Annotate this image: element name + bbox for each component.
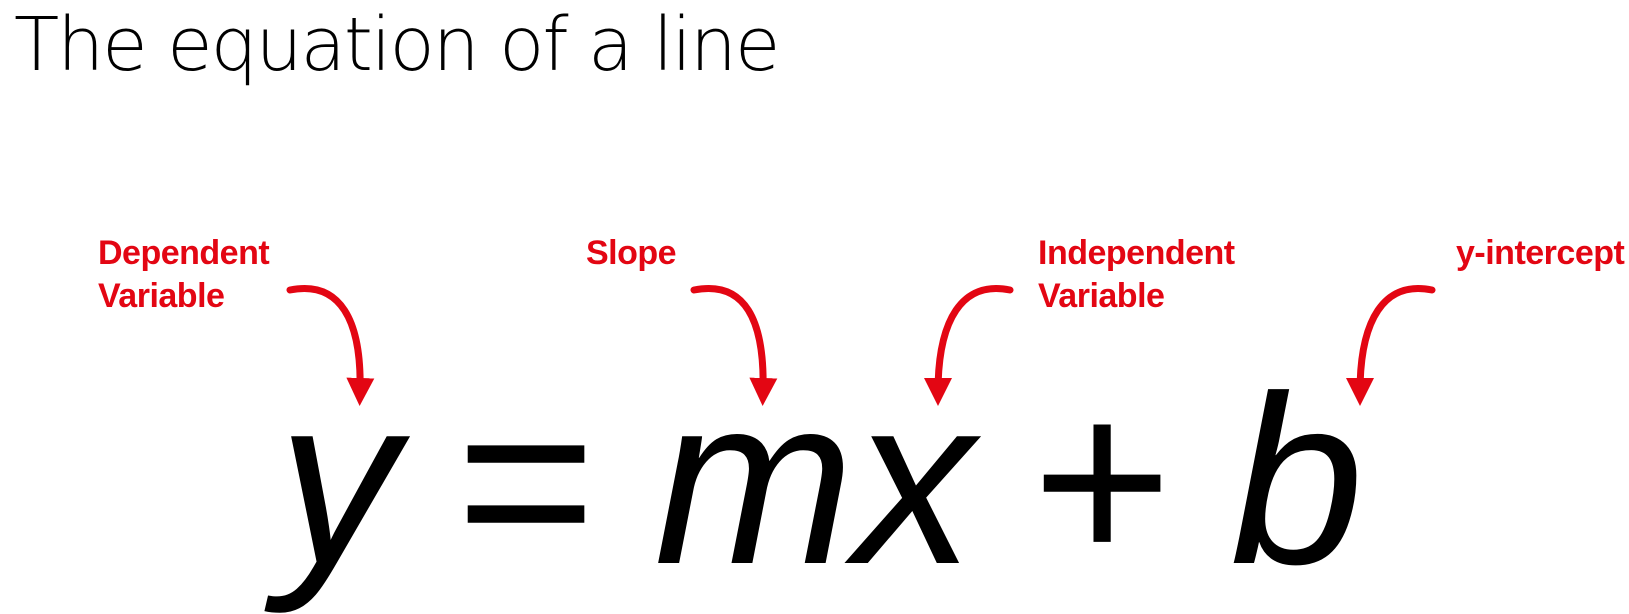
label-slope-text: Slope bbox=[586, 234, 677, 272]
equation-m: m bbox=[654, 346, 855, 614]
label-dependent-line1: Dependent bbox=[98, 234, 270, 272]
label-independent-line1: Independent bbox=[1038, 234, 1235, 272]
label-independent-line2: Variable bbox=[1038, 277, 1165, 315]
arrow-dependent bbox=[286, 285, 375, 406]
label-y-intercept: y-intercept bbox=[1456, 232, 1625, 275]
equation-equals: = bbox=[456, 346, 597, 614]
equation-plus: + bbox=[1032, 346, 1173, 614]
equation-x: x bbox=[854, 346, 975, 614]
arrow-slope bbox=[690, 285, 778, 406]
label-dependent-variable: Dependent Variable bbox=[98, 232, 270, 318]
label-dependent-line2: Variable bbox=[98, 277, 225, 315]
label-intercept-text: y-intercept bbox=[1456, 234, 1625, 272]
arrow-intercept bbox=[1346, 285, 1436, 406]
equation-y: y bbox=[278, 346, 398, 614]
label-independent-variable: Independent Variable bbox=[1038, 232, 1235, 318]
annotation-arrows bbox=[286, 285, 1436, 406]
equation-b: b bbox=[1230, 346, 1364, 614]
arrow-independent bbox=[924, 285, 1014, 406]
line-equation: y = m x + b bbox=[270, 360, 1364, 600]
label-slope: Slope bbox=[586, 232, 677, 275]
page-title: The equation of a line bbox=[14, 2, 780, 88]
